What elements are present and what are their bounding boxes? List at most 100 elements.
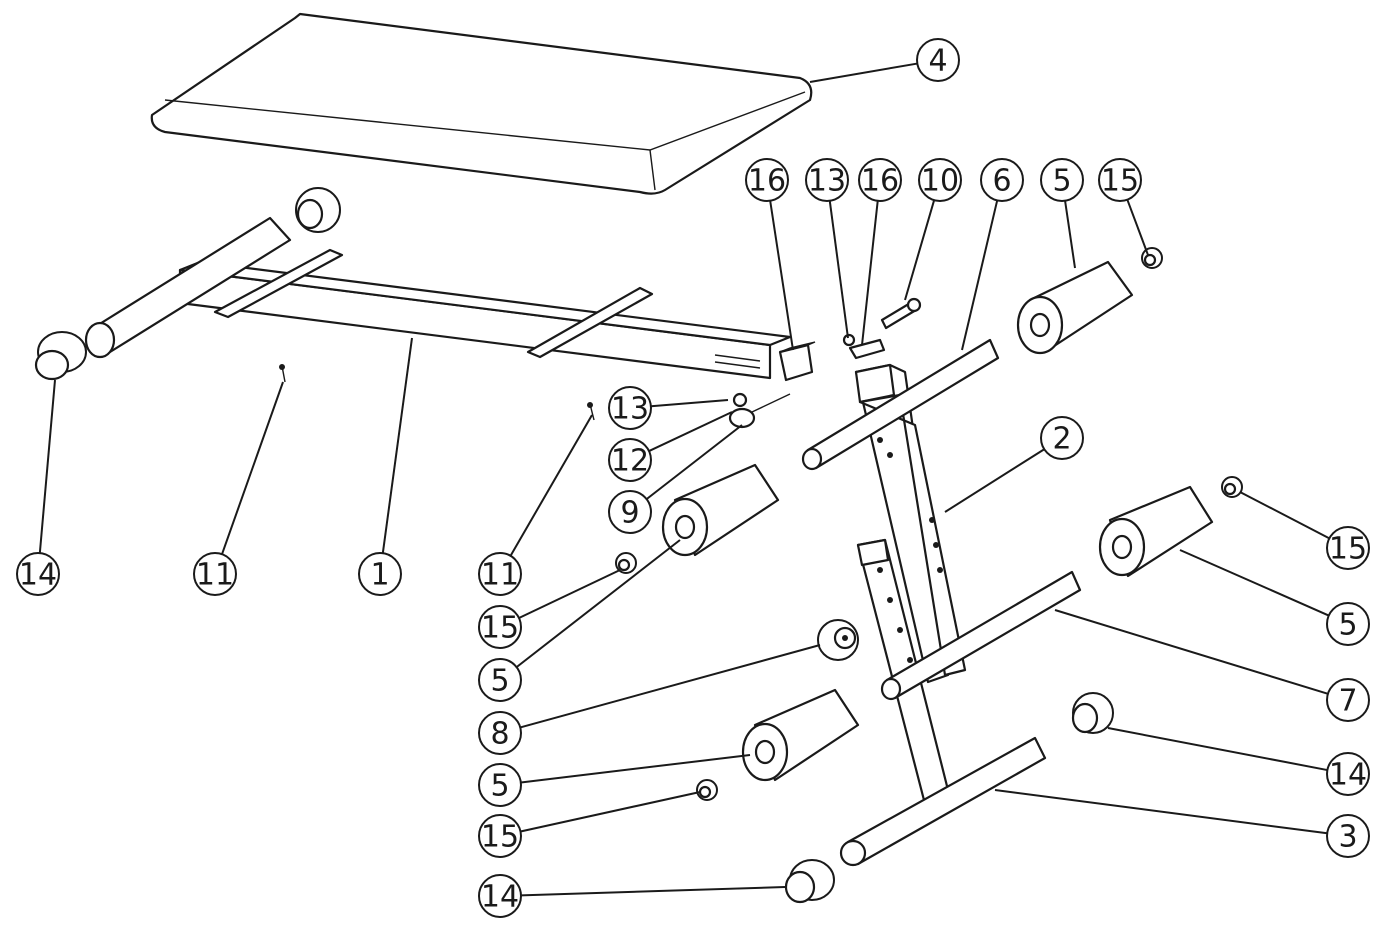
leader-line: [769, 200, 794, 351]
callout-number: 6: [992, 164, 1011, 199]
callout-13: 13: [608, 386, 729, 430]
callout-number: 15: [481, 611, 519, 646]
insert-small: [848, 338, 886, 360]
callout-10: 10: [904, 158, 962, 301]
main-frame-rail: [84, 216, 792, 380]
callout-number: 14: [1329, 758, 1367, 793]
leader-line: [961, 200, 999, 351]
callout-14: 14: [16, 379, 60, 596]
callout-5: 5: [1179, 549, 1370, 646]
leader-line: [1239, 491, 1330, 540]
callout-number: 5: [1052, 164, 1071, 199]
callout-circle: [608, 386, 652, 430]
leader-line: [1064, 200, 1076, 269]
callout-circle: [478, 874, 522, 918]
callout-circle: [478, 711, 522, 755]
callout-12: 12: [608, 411, 733, 482]
callout-circle: [1098, 158, 1142, 202]
callout-16: 16: [858, 158, 902, 346]
callout-number: 14: [481, 880, 519, 915]
leader-line: [648, 411, 733, 452]
pop-pin-assembly: [728, 392, 791, 429]
callout-circle: [1326, 752, 1370, 796]
callout-circle: [1040, 158, 1084, 202]
callout-number: 9: [620, 496, 639, 531]
nut-cap-d: [696, 779, 718, 801]
callout-14: 14: [1107, 727, 1370, 796]
upper-upright-tube: [854, 363, 967, 684]
callout-number: 5: [1338, 608, 1357, 643]
leader-line: [809, 62, 918, 83]
callout-circle: [1326, 602, 1370, 646]
leader-line: [1107, 727, 1328, 772]
callout-7: 7: [1054, 609, 1370, 722]
callout-11: 11: [193, 381, 284, 596]
callout-15: 15: [1098, 158, 1149, 256]
square-insert-cap: [778, 341, 816, 382]
callout-circle: [1326, 678, 1370, 722]
callout-number: 1: [370, 558, 389, 593]
foam-roller-mid-left: [661, 463, 780, 557]
callout-circle: [980, 158, 1024, 202]
callout-circle: [608, 438, 652, 482]
leader-line: [650, 399, 729, 408]
callout-number: 4: [928, 44, 947, 79]
leader-line: [518, 569, 621, 619]
leader-line: [1126, 199, 1149, 256]
callout-number: 10: [921, 164, 959, 199]
leader-line: [1179, 549, 1330, 617]
callout-14: 14: [478, 874, 786, 918]
callout-circle: [478, 763, 522, 807]
callout-circle: [1326, 814, 1370, 858]
bolt-mid: [587, 402, 595, 421]
callout-1: 1: [358, 337, 413, 596]
nut-cap-b: [1221, 476, 1243, 498]
callout-circle: [478, 605, 522, 649]
bolt-left: [279, 364, 286, 383]
callout-2: 2: [944, 416, 1084, 513]
callout-16: 16: [745, 158, 794, 351]
end-cap-top: [295, 187, 341, 233]
callout-number: 13: [611, 392, 649, 427]
callout-8: 8: [478, 644, 821, 755]
foam-roller-mid-right: [1098, 485, 1214, 578]
callout-circle: [745, 158, 789, 202]
callout-5: 5: [478, 539, 681, 702]
callout-13: 13: [805, 158, 849, 339]
leader-line: [38, 379, 56, 554]
leader-line: [944, 448, 1045, 513]
callout-circle: [805, 158, 849, 202]
leader-line: [645, 424, 743, 500]
callout-5: 5: [1040, 158, 1084, 269]
leader-line: [1054, 609, 1329, 695]
adjustment-knob: [817, 619, 859, 661]
callout-circle: [478, 552, 522, 596]
callout-circle: [858, 158, 902, 202]
callout-circle: [478, 658, 522, 702]
end-cap-bottom: [784, 859, 835, 904]
callout-3: 3: [994, 789, 1370, 858]
leader-line: [994, 789, 1328, 835]
callout-number: 15: [1329, 532, 1367, 567]
callout-circle: [1040, 416, 1084, 460]
callout-11: 11: [478, 414, 593, 596]
callout-number: 2: [1052, 422, 1071, 457]
callout-number: 11: [196, 558, 234, 593]
leader-line: [221, 381, 284, 555]
foam-roller-top-right: [1016, 260, 1134, 355]
callout-number: 5: [490, 664, 509, 699]
callout-15: 15: [1239, 491, 1370, 570]
callout-number: 16: [748, 164, 786, 199]
bolt-pin: [880, 297, 922, 330]
callout-circle: [193, 552, 237, 596]
callout-number: 16: [861, 164, 899, 199]
callout-9: 9: [608, 424, 743, 534]
leader-line: [509, 414, 593, 557]
callout-number: 15: [1101, 164, 1139, 199]
nut-cap-c: [615, 552, 637, 574]
leader-line: [520, 791, 701, 833]
small-washer-top: [842, 333, 856, 347]
callout-15: 15: [478, 791, 701, 858]
